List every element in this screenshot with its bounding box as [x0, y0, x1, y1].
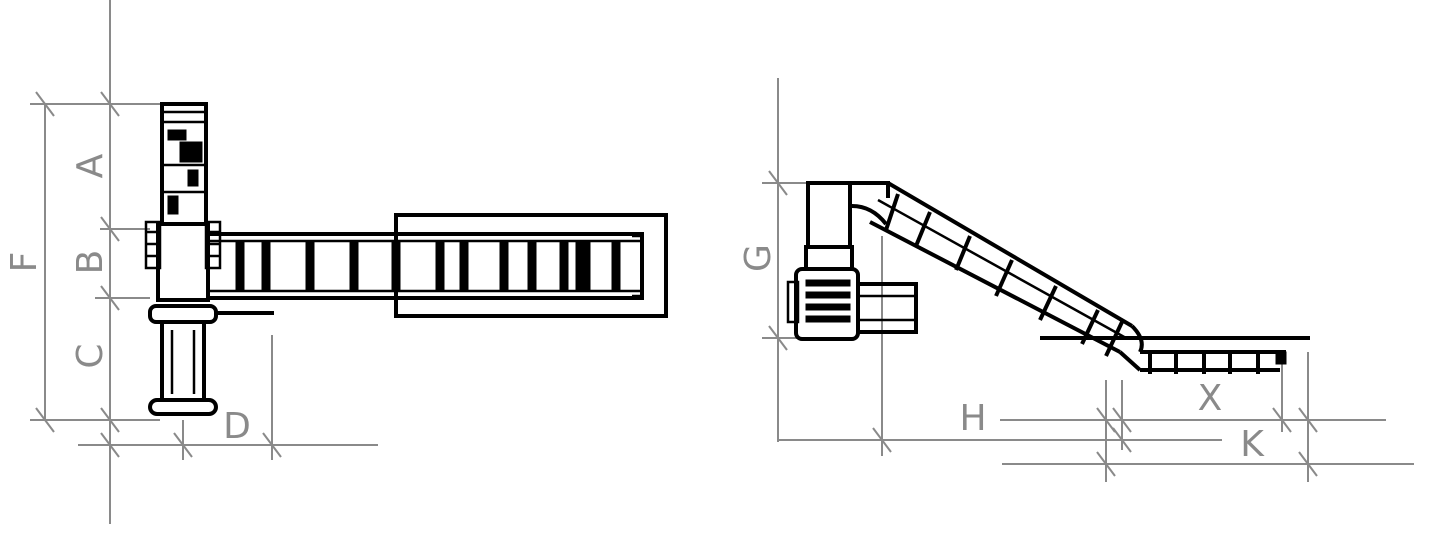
- top-view: A B C F D: [4, 0, 668, 524]
- conveyor-top: [206, 213, 668, 318]
- shredder-unit-side: [786, 181, 918, 341]
- label-k: K: [1240, 424, 1265, 465]
- side-view: G H K X: [738, 78, 1414, 482]
- top-view-dimensions: [30, 0, 378, 524]
- label-c: C: [70, 343, 111, 368]
- label-f: F: [4, 252, 45, 273]
- label-x: X: [1198, 378, 1223, 419]
- label-b: B: [70, 250, 111, 275]
- label-g: G: [738, 244, 779, 272]
- side-view-dimensions: [762, 78, 1414, 482]
- conveyor-side: [869, 181, 1310, 374]
- label-d: D: [223, 406, 251, 447]
- label-a: A: [70, 153, 111, 178]
- label-h: H: [959, 398, 986, 439]
